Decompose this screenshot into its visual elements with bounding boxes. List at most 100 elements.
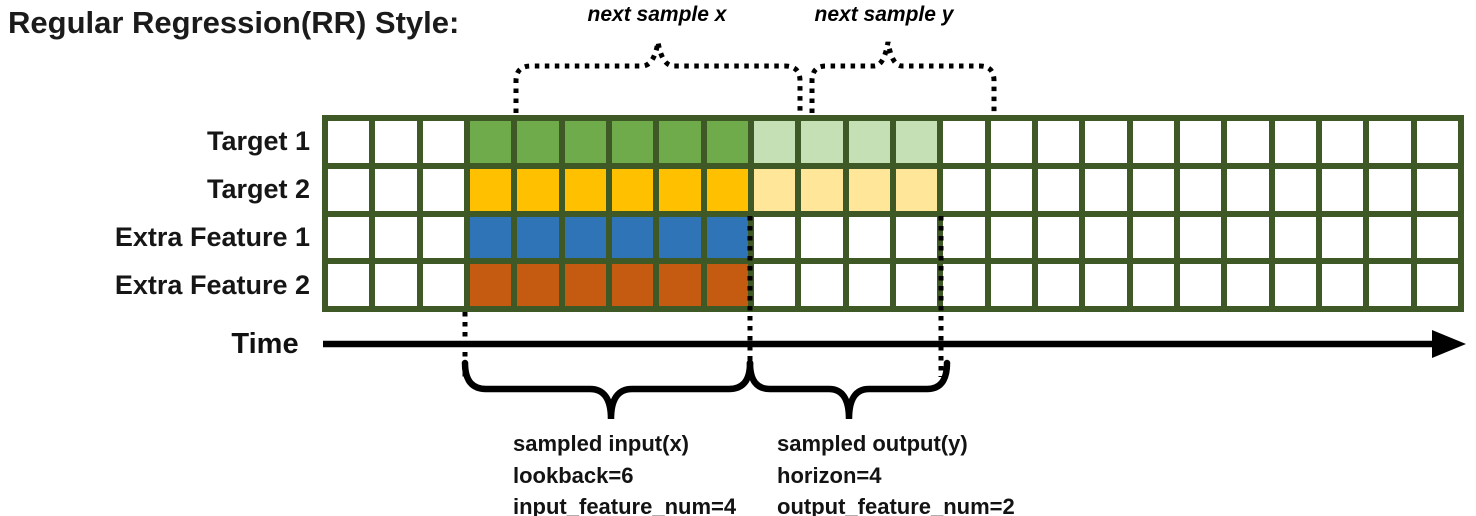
grid-cell <box>611 264 654 306</box>
grid-cell <box>753 216 796 259</box>
grid-cell <box>375 216 417 259</box>
grid-cell <box>1132 168 1174 211</box>
grid-cell <box>469 168 512 211</box>
grid-cell <box>1179 168 1222 211</box>
grid-cell <box>611 121 654 163</box>
sampled-input-brace <box>461 359 754 420</box>
grid-cell <box>943 121 985 163</box>
grid-cell <box>801 264 843 306</box>
grid-cell <box>1179 121 1222 163</box>
grid-cell <box>1369 216 1411 259</box>
grid-cell <box>1132 216 1174 259</box>
grid-cell <box>753 168 796 211</box>
sampled-output-note: sampled output(y) horizon=4 output_featu… <box>777 428 1015 516</box>
row-label-extra-feature-2: Extra Feature 2 <box>114 270 310 300</box>
grid-cell <box>1132 264 1174 306</box>
grid-cell <box>1179 216 1222 259</box>
grid-cell <box>943 216 985 259</box>
grid-cell <box>1085 264 1127 306</box>
grid-cell <box>1321 168 1364 211</box>
lookback-value: lookback=6 <box>513 462 634 488</box>
grid-cell <box>1037 264 1080 306</box>
grid-cell <box>1416 168 1458 211</box>
grid-cell <box>517 121 559 163</box>
grid-cell <box>469 121 512 163</box>
grid-cell <box>1037 168 1080 211</box>
grid-cell <box>848 264 890 306</box>
time-axis-arrowhead <box>1432 330 1466 358</box>
grid-cell <box>1274 264 1316 306</box>
grid-cell <box>1037 121 1080 163</box>
grid-cell <box>1037 216 1080 259</box>
grid-cell <box>1369 168 1411 211</box>
sampled-output-brace <box>746 359 951 420</box>
grid-cell <box>611 216 654 259</box>
sampled-input-title: sampled input(x) <box>513 431 690 456</box>
grid-cell <box>990 121 1032 163</box>
grid-cell <box>1179 264 1222 306</box>
horizon-value: horizon=4 <box>777 462 882 488</box>
grid-cell <box>895 121 938 163</box>
grid-cell <box>1416 121 1458 163</box>
next-sample-x-label: next sample x <box>587 3 727 26</box>
grid-cell <box>469 216 512 259</box>
grid-cell <box>328 121 370 163</box>
grid-cell <box>1132 121 1174 163</box>
grid-cell <box>943 264 985 306</box>
grid-cell <box>517 264 559 306</box>
grid-cell <box>1085 216 1127 259</box>
grid-cell <box>328 216 370 259</box>
grid-cell <box>564 121 606 163</box>
input-feature-num-value: input_feature_num=4 <box>513 494 737 516</box>
grid-cell <box>1274 216 1316 259</box>
row-label-extra-feature-1: Extra Feature 1 <box>114 222 310 252</box>
grid-cell <box>328 168 370 211</box>
grid-cell <box>990 168 1032 211</box>
grid-cell <box>1227 216 1269 259</box>
grid-cell <box>564 216 606 259</box>
grid-cell <box>801 121 843 163</box>
next-sample-x-brace <box>513 41 803 113</box>
grid-cell <box>422 216 464 259</box>
output-feature-num-value: output_feature_num=2 <box>777 494 1015 516</box>
grid-cell <box>753 121 796 163</box>
time-axis-label: Time <box>231 328 299 360</box>
grid-cell <box>895 264 938 306</box>
grid-cell <box>706 264 748 306</box>
grid-cell <box>848 121 890 163</box>
grid-cell <box>328 264 370 306</box>
grid-cell <box>1274 121 1316 163</box>
diagram-title: Regular Regression(RR) Style: <box>8 5 460 40</box>
grid-cell <box>753 264 796 306</box>
grid-cell <box>375 264 417 306</box>
grid-cell <box>990 216 1032 259</box>
grid-cell <box>1321 121 1364 163</box>
next-sample-y-brace <box>809 41 997 113</box>
sampled-input-note: sampled input(x) lookback=6 input_featur… <box>513 428 736 516</box>
grid-cell <box>1416 264 1458 306</box>
row-label-target-2: Target 2 <box>206 174 310 204</box>
grid-cell <box>659 168 701 211</box>
grid-cell <box>659 264 701 306</box>
grid-cell <box>801 216 843 259</box>
grid-cell <box>517 216 559 259</box>
grid-cell <box>1085 168 1127 211</box>
grid-cell <box>943 168 985 211</box>
grid-cell <box>1321 216 1364 259</box>
grid-cell <box>706 121 748 163</box>
grid-cell <box>1085 121 1127 163</box>
grid-cell <box>1321 264 1364 306</box>
sampled-output-title: sampled output(y) <box>777 431 968 456</box>
grid-cell <box>611 168 654 211</box>
grid-cell <box>564 168 606 211</box>
grid-cell <box>706 216 748 259</box>
grid-cell <box>1227 168 1269 211</box>
grid-cell <box>659 121 701 163</box>
grid-cell <box>1369 121 1411 163</box>
grid-cell <box>659 216 701 259</box>
grid-cell <box>990 264 1032 306</box>
grid-cell <box>517 168 559 211</box>
grid-cell <box>564 264 606 306</box>
grid-cell <box>706 168 748 211</box>
